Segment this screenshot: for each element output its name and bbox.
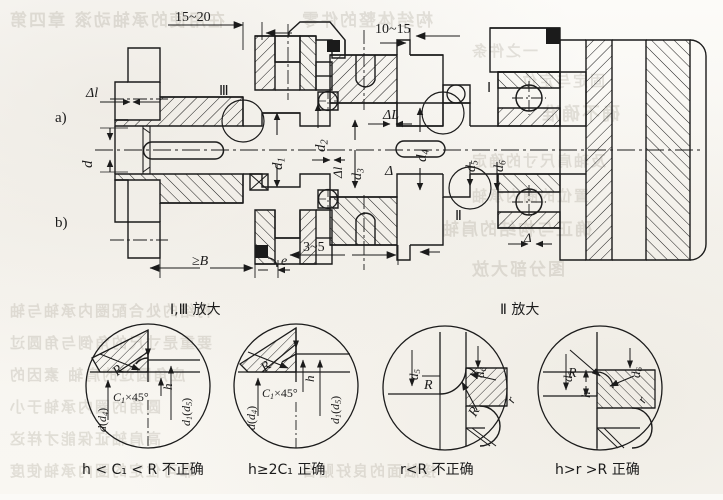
detail-circle-III [221,99,265,143]
detail-marker-I: Ⅰ [487,81,492,96]
detail-circle-4 [537,325,663,451]
dim-d2-base: d [313,144,329,153]
d2-label-d1-d5: d1(d5) [328,395,344,424]
detail-title-I-III: Ⅰ,Ⅲ 放大 [170,302,221,318]
dim-label-e: e [281,254,288,269]
gap-label-delta-right: Δ [524,230,532,245]
dim-d1-base: d [270,162,286,171]
dim-label-d4: d4 [414,149,432,162]
detail-circle-2 [233,323,359,449]
dim-d4-base: d [414,154,430,163]
d4-label-h: h [578,391,593,399]
gap-label-delta-l-mid: Δl [330,166,345,178]
d3-label-d5: d5 [406,369,423,380]
dim-d6-sub: 6 [498,160,509,165]
dim-label-d6: d6 [492,160,508,172]
d2-label-chamfer: C1×45° [262,386,298,402]
d1-caption: h < C₁ < R 不正确 [82,462,204,478]
d4-label-d6: d6 [628,367,645,378]
d3-caption: r<R 不正确 [400,462,474,478]
d1-label-d-d4: d(d4) [95,407,111,432]
detail-views-row [85,323,663,451]
gap-label-delta-L-upper: ΔL [383,108,400,123]
dim-d2-sub: 2 [319,139,331,145]
dim-label-d: d [80,161,97,169]
d3-label-d6: d6 [472,367,489,378]
d2-label-h: h [302,375,317,383]
view-label-a: a) [55,110,67,126]
dim-label-d5: d5 [464,160,480,172]
dim-d5-sub: 5 [470,160,481,165]
d3-label-R-upper: R [424,378,433,393]
view-label-b: b) [55,215,68,231]
d1-label-d1-d5: d1(d5) [179,397,195,426]
main-assembly-section [95,21,707,278]
d4-label-R: R [568,366,577,381]
dim-d-base: d [80,160,96,169]
d4-caption: h>r >R 正确 [555,462,640,478]
gap-label-delta-l-left: Δl [86,86,99,101]
detail-marker-III: Ⅲ [219,84,229,99]
d1-label-chamfer: C1×45° [113,390,149,406]
dim-label-15-20: 15~20 [175,10,211,25]
detail-marker-II: Ⅱ [455,209,462,224]
detail-title-II: Ⅱ 放大 [500,302,540,318]
dim-label-d1: d1 [270,157,288,170]
dim-d5-base: d [464,165,479,172]
dim-d6-base: d [492,165,507,172]
d2-label-d-d4: d(d4) [244,405,260,430]
dim-d3-sub: 3 [356,168,367,173]
d1-label-h: h [160,383,175,391]
dim-label-ge-B: ≥B [192,254,209,269]
dim-d3-base: d [350,173,365,180]
dim-label-d3: d3 [350,168,366,180]
dim-label-d2: d2 [313,139,331,152]
dim-label-3-5: 3~5 [303,240,325,255]
detail-circle-1 [85,323,211,449]
dim-d4-sub: 4 [420,149,432,155]
dim-label-10-15: 10~15 [375,22,411,37]
dim-d1-sub: 1 [276,157,288,163]
detail-circle-3 [382,325,508,451]
gap-label-delta-mid: Δ [385,164,394,179]
d2-caption: h≥2C₁ 正确 [248,462,326,478]
